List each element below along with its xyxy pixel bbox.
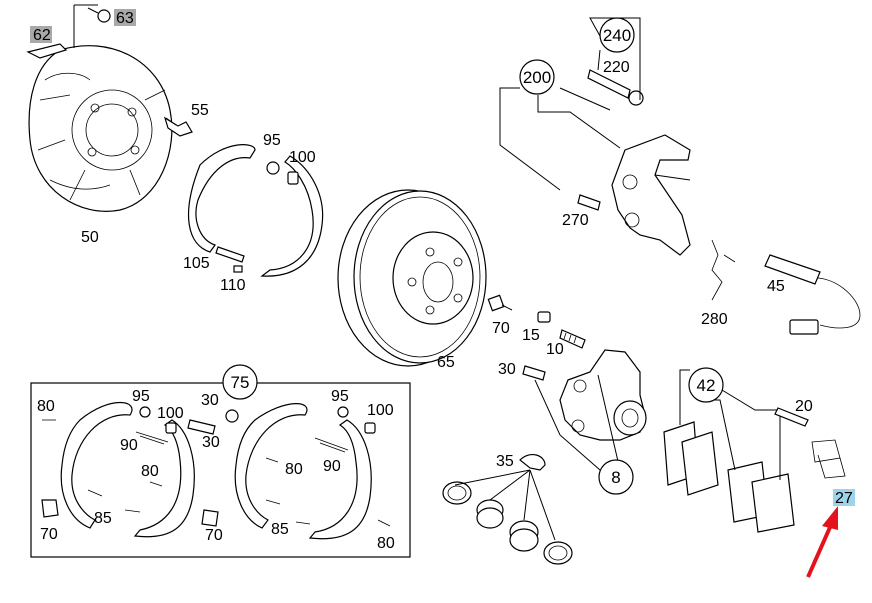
piston-seals — [442, 453, 573, 565]
label-100-a: 100 — [289, 149, 316, 166]
parking-brake-shoes — [188, 144, 324, 277]
brake-disc — [337, 189, 487, 367]
label-95-a: 95 — [263, 132, 281, 149]
tag-62-highlight — [30, 26, 52, 43]
clip-27 — [811, 439, 846, 479]
guide-pin-220 — [587, 69, 644, 106]
label-80-a: 80 — [37, 398, 55, 415]
label-30-c: 30 — [202, 434, 220, 451]
bolt-30 — [522, 365, 546, 381]
label-65: 65 — [437, 354, 455, 371]
label-100-c: 100 — [367, 402, 394, 419]
pointer-arrow — [806, 506, 838, 578]
callout-200: 200 — [519, 59, 555, 95]
callout-75: 75 — [222, 364, 258, 400]
svg-text:200: 200 — [523, 68, 551, 87]
caliper-bracket — [611, 134, 691, 256]
label-80-b: 80 — [141, 463, 159, 480]
label-95-b: 95 — [132, 388, 150, 405]
label-90-a: 90 — [120, 437, 138, 454]
label-70-c: 70 — [205, 527, 223, 544]
kit-right-shoes — [234, 403, 391, 540]
bolt-55 — [163, 116, 193, 137]
wear-sensor — [764, 254, 861, 335]
brake-pads — [663, 369, 795, 533]
label-95-c: 95 — [331, 388, 349, 405]
callout-240: 240 — [599, 17, 635, 53]
label-90-b: 90 — [323, 458, 341, 475]
label-70-b: 70 — [40, 526, 58, 543]
label-270: 270 — [562, 212, 589, 229]
backing-plate — [28, 45, 173, 212]
kit-box — [30, 382, 411, 558]
bleed-cap-15 — [537, 311, 551, 323]
label-280: 280 — [701, 311, 728, 328]
label-220: 220 — [603, 59, 630, 76]
label-80-d: 80 — [377, 535, 395, 552]
label-62: 62 — [33, 27, 51, 44]
svg-text:42: 42 — [697, 376, 716, 395]
label-27: 27 — [835, 490, 853, 507]
label-70-a: 70 — [492, 320, 510, 337]
label-110: 110 — [220, 277, 246, 294]
bolt-63 — [87, 7, 111, 23]
label-30-b: 30 — [201, 392, 219, 409]
svg-text:75: 75 — [231, 373, 250, 392]
label-30-a: 30 — [498, 361, 516, 378]
tag-63-highlight — [114, 9, 136, 26]
label-85-b: 85 — [271, 521, 289, 538]
label-55: 55 — [191, 102, 209, 119]
label-50: 50 — [81, 229, 99, 246]
guide-pin-20 — [774, 407, 809, 427]
label-10: 10 — [546, 341, 564, 358]
anti-rattle-spring — [711, 239, 736, 301]
label-15: 15 — [522, 327, 540, 344]
tag-27-highlight — [833, 489, 855, 506]
bolt-70 — [487, 294, 513, 312]
label-20: 20 — [795, 398, 813, 415]
kit-left-shoes — [41, 401, 195, 538]
label-45: 45 — [767, 278, 785, 295]
label-105: 105 — [183, 255, 210, 272]
label-35: 35 — [496, 453, 514, 470]
bleed-screw-10 — [559, 329, 586, 349]
callout-8: 8 — [598, 459, 634, 495]
leader-200 — [499, 87, 621, 191]
label-85-a: 85 — [94, 510, 112, 527]
clip-62 — [26, 4, 98, 59]
label-80-c: 80 — [285, 461, 303, 478]
bolt-270 — [577, 194, 601, 211]
kit-center-bolts — [187, 409, 239, 527]
label-100-b: 100 — [157, 405, 184, 422]
leader-8 — [534, 374, 621, 471]
callout-42: 42 — [688, 367, 724, 403]
svg-text:8: 8 — [611, 468, 620, 487]
label-63: 63 — [116, 10, 134, 27]
svg-text:240: 240 — [603, 26, 631, 45]
